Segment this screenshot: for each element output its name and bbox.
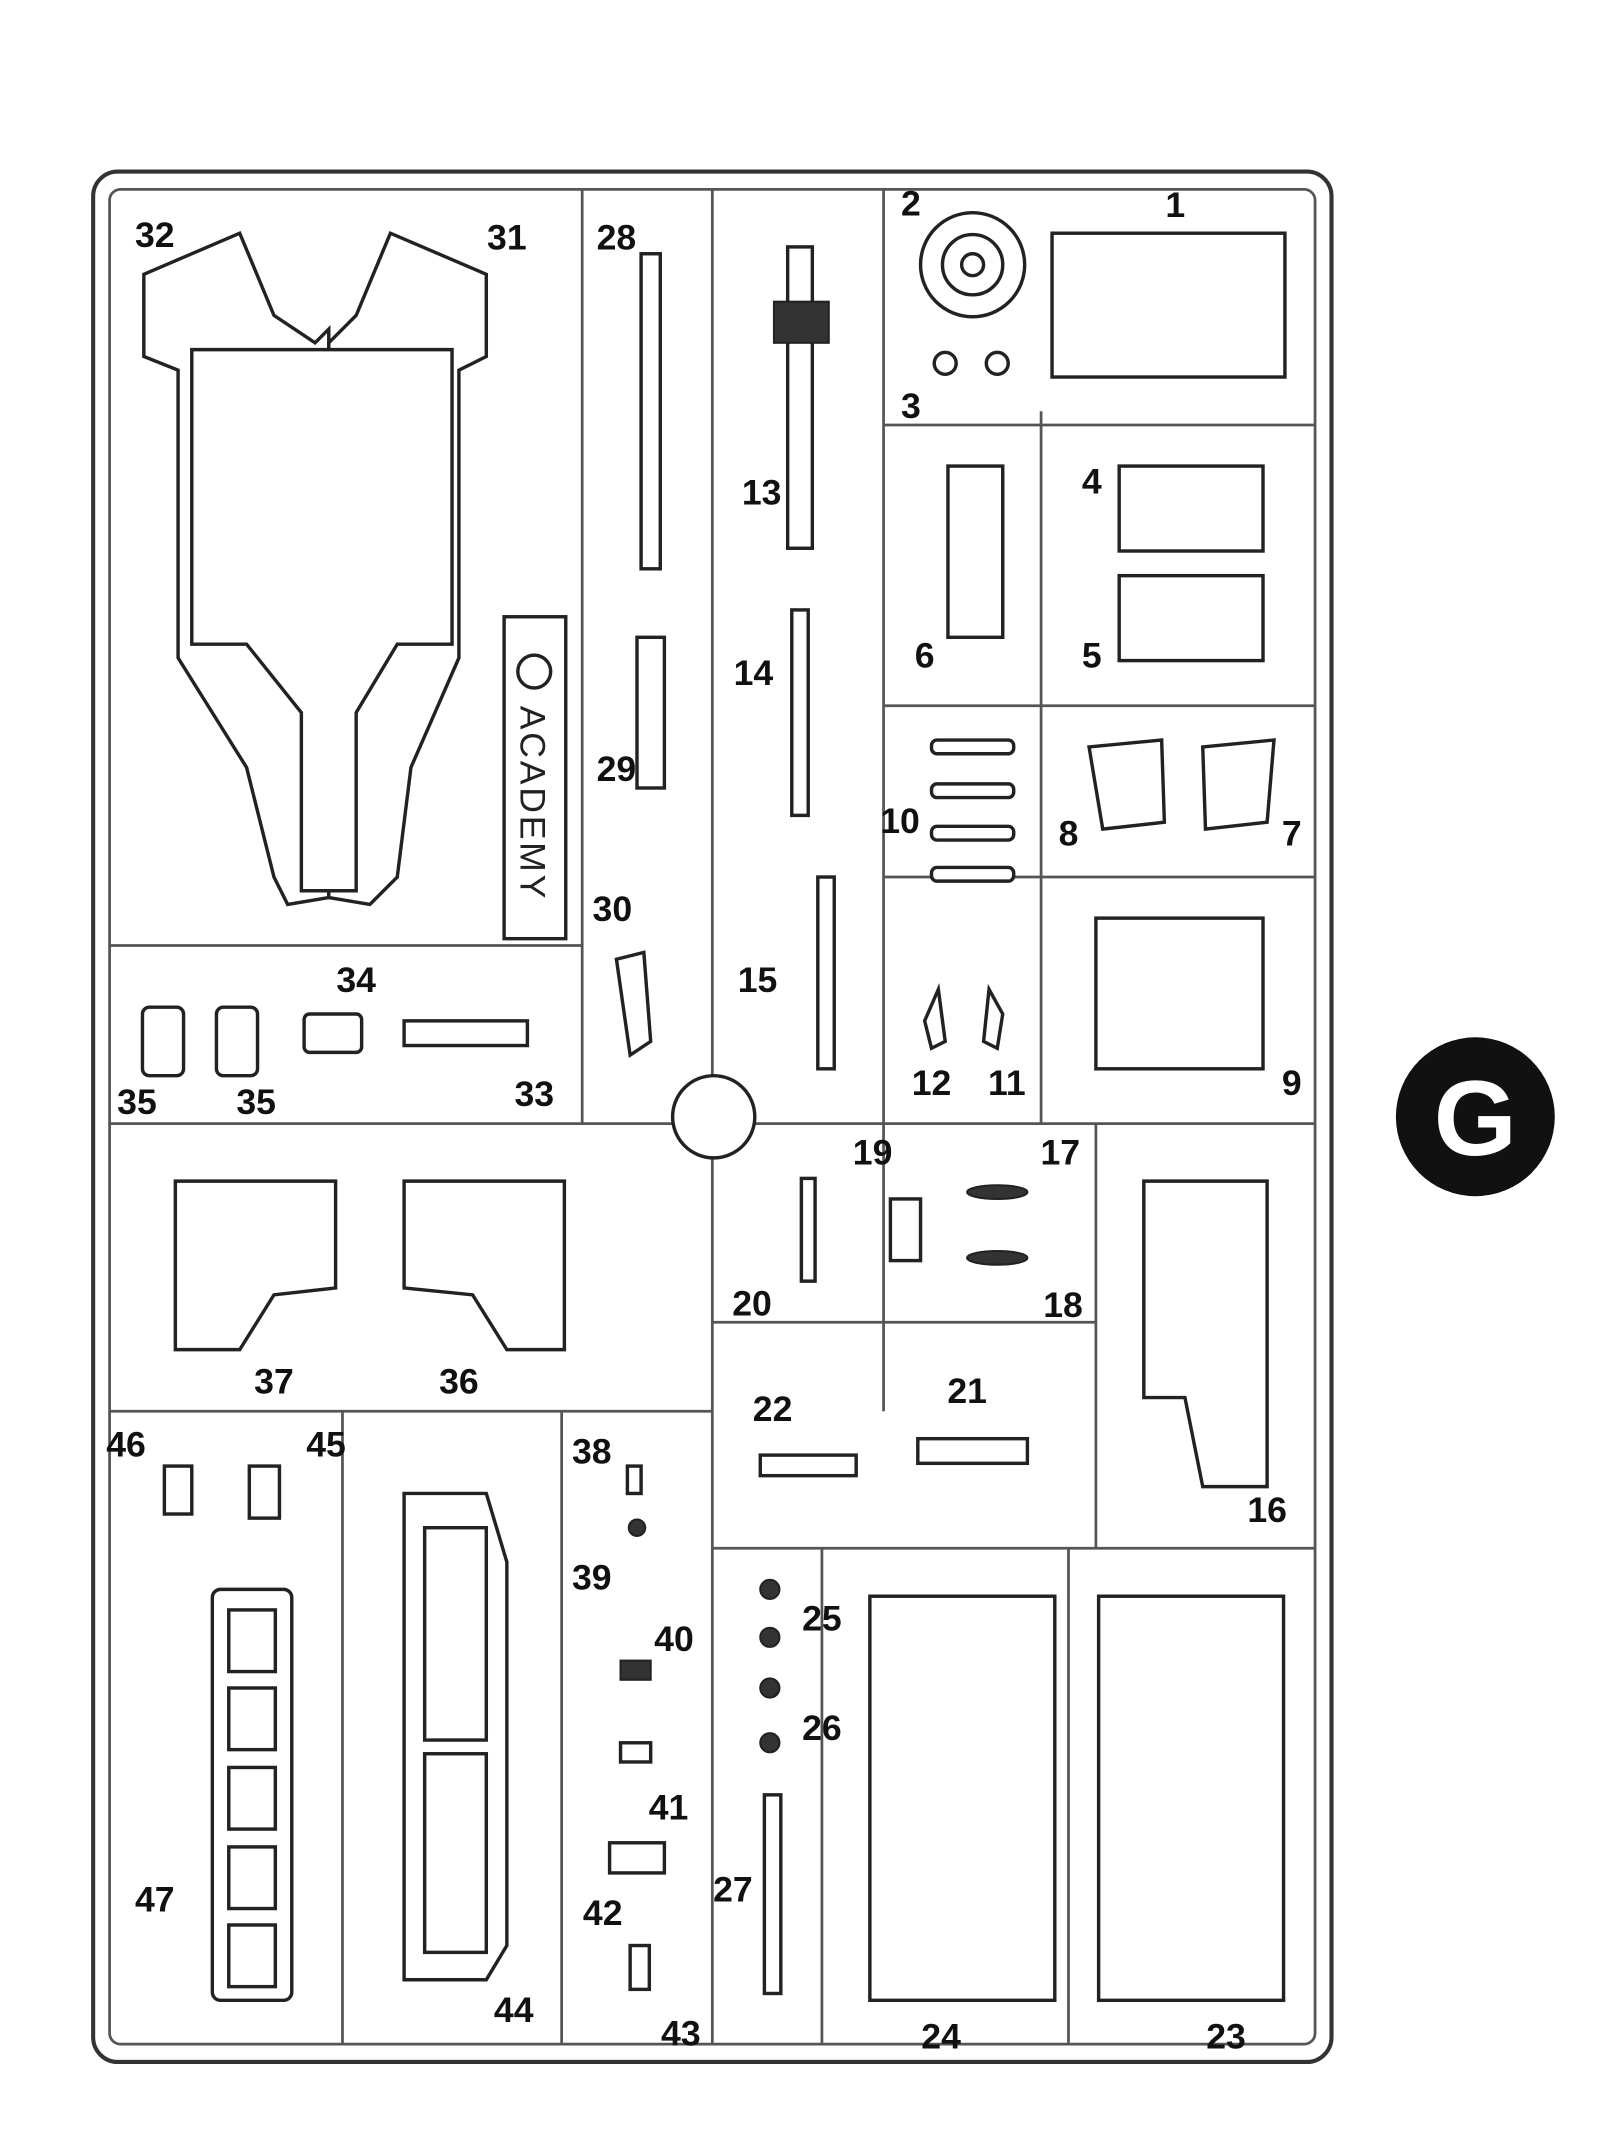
label-18: 18 xyxy=(1043,1285,1083,1325)
label-12: 12 xyxy=(912,1063,952,1103)
label-22: 22 xyxy=(753,1389,793,1429)
part-27 xyxy=(762,1793,783,1996)
part-40 xyxy=(619,1659,652,1681)
label-16: 16 xyxy=(1247,1490,1287,1530)
part-46 xyxy=(162,1464,194,1516)
part-15 xyxy=(816,875,836,1071)
label-13: 13 xyxy=(742,472,782,512)
part-38 xyxy=(625,1464,643,1496)
part-4 xyxy=(1117,464,1265,553)
label-21: 21 xyxy=(947,1371,987,1411)
part-30 xyxy=(614,950,653,1059)
part-39 xyxy=(627,1518,647,1537)
label-44: 44 xyxy=(494,1990,534,2030)
part-25 xyxy=(759,1578,781,1600)
label-35a: 35 xyxy=(117,1082,157,1122)
part-22 xyxy=(758,1453,858,1478)
label-46: 46 xyxy=(106,1424,146,1464)
label-33: 33 xyxy=(514,1074,554,1114)
label-26: 26 xyxy=(802,1708,842,1748)
part-5 xyxy=(1117,573,1265,663)
label-32: 32 xyxy=(135,215,175,255)
part-21 xyxy=(916,1436,1030,1466)
label-29: 29 xyxy=(597,749,637,789)
label-9: 9 xyxy=(1282,1063,1302,1103)
part-42 xyxy=(607,1841,667,1875)
part-45 xyxy=(247,1464,282,1520)
part-35b xyxy=(214,1005,260,1078)
label-25: 25 xyxy=(802,1598,842,1638)
part-12 xyxy=(922,983,948,1051)
part-6 xyxy=(946,464,1005,640)
label-47: 47 xyxy=(135,1879,175,1919)
label-30: 30 xyxy=(593,889,633,929)
label-6: 6 xyxy=(915,635,935,675)
label-35b: 35 xyxy=(236,1082,276,1122)
label-36: 36 xyxy=(439,1361,479,1401)
part-35a xyxy=(140,1005,186,1078)
part-13 xyxy=(785,245,815,550)
label-4: 4 xyxy=(1082,461,1102,501)
part-17 xyxy=(966,1184,1029,1200)
part-3a xyxy=(932,350,958,377)
part-36 xyxy=(402,1179,567,1352)
label-43: 43 xyxy=(661,2014,701,2054)
label-45: 45 xyxy=(306,1424,346,1464)
label-40: 40 xyxy=(654,1619,694,1659)
academy-logo-icon xyxy=(516,653,553,690)
part-34 xyxy=(302,1012,364,1055)
label-28: 28 xyxy=(597,218,637,258)
part-20 xyxy=(799,1176,817,1283)
label-5: 5 xyxy=(1082,635,1102,675)
part-29 xyxy=(635,635,667,790)
label-17: 17 xyxy=(1040,1133,1080,1173)
part-23 xyxy=(1096,1594,1286,2003)
sprue-letter-badge: G xyxy=(1395,1037,1555,1197)
label-11: 11 xyxy=(988,1063,1026,1103)
label-14: 14 xyxy=(734,653,774,693)
label-31: 31 xyxy=(487,218,527,258)
part-labels: 32 31 28 2 1 3 13 4 5 6 14 29 10 8 7 30 … xyxy=(106,183,1301,2056)
label-3: 3 xyxy=(901,386,921,426)
label-23: 23 xyxy=(1206,2016,1246,2056)
label-27: 27 xyxy=(713,1870,753,1910)
label-1: 1 xyxy=(1165,185,1185,225)
part-1 xyxy=(1050,231,1287,379)
label-34: 34 xyxy=(336,960,376,1000)
part-8 xyxy=(1087,738,1167,831)
label-38: 38 xyxy=(572,1431,612,1471)
part-33 xyxy=(402,1019,530,1048)
label-10: 10 xyxy=(880,801,920,841)
part-10 xyxy=(929,738,1016,756)
label-42: 42 xyxy=(583,1893,623,1933)
sprue-frame xyxy=(91,169,1334,2065)
label-24: 24 xyxy=(921,2016,961,2056)
part-37 xyxy=(173,1179,338,1352)
part-24 xyxy=(868,1594,1057,2003)
part-7 xyxy=(1200,738,1276,831)
sprue-letter: G xyxy=(1434,1058,1517,1178)
brand-text: ACADEMY xyxy=(513,706,553,901)
label-8: 8 xyxy=(1059,814,1079,854)
part-14 xyxy=(790,608,810,818)
label-39: 39 xyxy=(572,1557,612,1597)
parts: ACADEMY xyxy=(140,210,1287,2003)
part-9 xyxy=(1094,916,1265,1071)
label-19: 19 xyxy=(853,1133,893,1173)
part-16 xyxy=(1142,1179,1269,1489)
label-41: 41 xyxy=(649,1788,689,1828)
part-28 xyxy=(639,252,662,571)
label-15: 15 xyxy=(738,960,778,1000)
label-37: 37 xyxy=(254,1361,294,1401)
part-41 xyxy=(618,1741,653,1764)
sprue-hub xyxy=(670,1073,757,1160)
label-2: 2 xyxy=(901,183,921,223)
part-26 xyxy=(759,1677,781,1699)
label-7: 7 xyxy=(1282,814,1302,854)
part-11 xyxy=(981,983,1005,1051)
part-43 xyxy=(628,1943,652,1992)
part-3b xyxy=(984,350,1010,377)
label-20: 20 xyxy=(732,1283,772,1323)
part-19 xyxy=(888,1197,923,1263)
